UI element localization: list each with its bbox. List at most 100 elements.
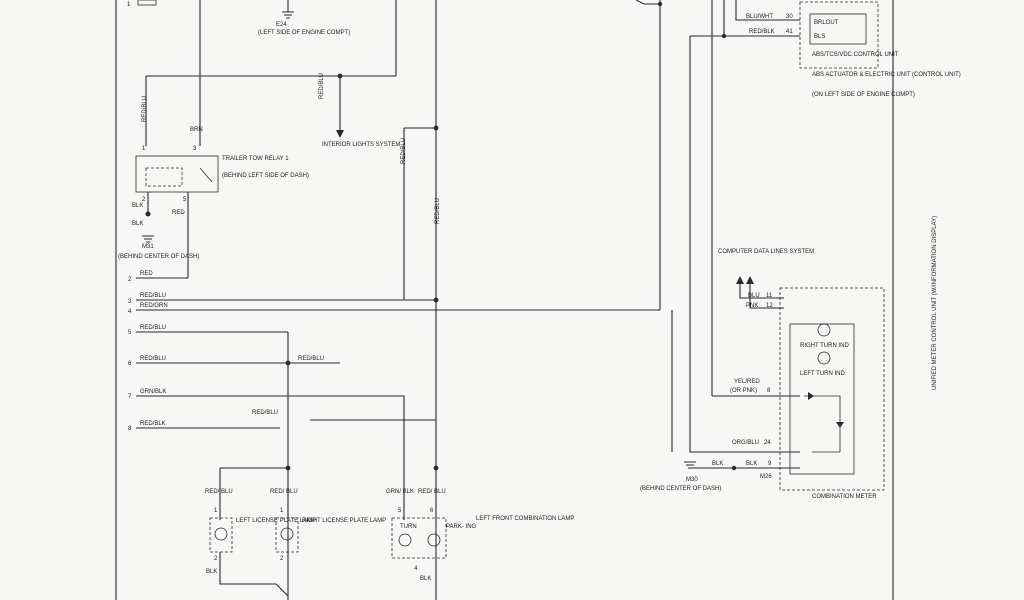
ground-m30-location: (BEHIND CENTER OF DASH) bbox=[640, 486, 721, 492]
row-number: 8 bbox=[128, 426, 132, 432]
pin-label: 2 bbox=[214, 556, 218, 562]
splice-point bbox=[433, 465, 439, 471]
abs-pin-brlout: BRLOUT bbox=[814, 20, 839, 26]
meter-internal-wiring bbox=[804, 395, 841, 453]
wire-row-8 bbox=[136, 419, 436, 429]
wire-label: GRN/ BLK bbox=[386, 489, 414, 495]
wire-label: BLK bbox=[132, 221, 143, 227]
wire-top-right bbox=[635, 0, 660, 5]
wire-red-blu-branch bbox=[403, 127, 436, 300]
wire-label: YEL/RED bbox=[734, 379, 760, 385]
left-license-lamp-box bbox=[209, 517, 233, 553]
left-turn-ind-icon bbox=[817, 351, 831, 365]
wire-label: BLU/WHT bbox=[746, 14, 773, 20]
row-number: 2 bbox=[128, 277, 132, 283]
abs-unit-title: ABS/TCS/VDC CONTROL UNIT bbox=[812, 52, 899, 58]
relay-title: TRAILER TOW RELAY 1 bbox=[222, 156, 289, 162]
wire-blk-ground bbox=[219, 552, 289, 597]
relay-switch-icon bbox=[199, 167, 213, 183]
pin-label: 24 bbox=[764, 440, 771, 446]
ground-e24-location: (LEFT SIDE OF ENGINE COMPT) bbox=[258, 30, 350, 36]
wire-label: RED/BLU bbox=[435, 198, 441, 224]
front-combination-lamp-box bbox=[391, 517, 447, 559]
abs-control-unit-box bbox=[799, 1, 879, 69]
wire-label: BLK bbox=[132, 203, 143, 209]
wire-label: RED bbox=[140, 271, 153, 277]
wire-label: BLK bbox=[746, 461, 757, 467]
wire-label: BLK bbox=[206, 569, 217, 575]
pin-label: 1 bbox=[280, 508, 284, 514]
wire-label: RED/BLK bbox=[140, 421, 166, 427]
wire-label: RED/ BLU bbox=[270, 489, 298, 495]
pin-label: 11 bbox=[766, 293, 773, 299]
wire-label: BLK bbox=[712, 461, 723, 467]
arrow-down-icon bbox=[336, 130, 344, 138]
pin-label: 9 bbox=[768, 461, 772, 467]
pin-label: 41 bbox=[786, 29, 793, 35]
wire-label: RED/BLU bbox=[140, 356, 166, 362]
ground-m31-location: (BEHIND CENTER OF DASH) bbox=[118, 254, 199, 260]
ground-symbol-icon bbox=[282, 11, 294, 19]
pin-label: 2 bbox=[142, 197, 146, 203]
combination-meter-box bbox=[779, 287, 885, 491]
row-number: 6 bbox=[128, 361, 132, 367]
right-license-lamp-box bbox=[275, 517, 299, 553]
wire-label: PNK bbox=[746, 303, 758, 309]
pin-label: 2 bbox=[280, 556, 284, 562]
interior-lights-label: INTERIOR LIGHTS SYSTEM bbox=[322, 142, 400, 148]
wire-label: RED/BLU bbox=[298, 356, 324, 362]
parking-bulb-icon bbox=[427, 533, 441, 547]
pin-label: 3 bbox=[193, 146, 197, 152]
wire-label: BLU bbox=[748, 293, 760, 299]
wire-row-7 bbox=[136, 395, 405, 520]
top-connector-box bbox=[137, 0, 157, 6]
ground-m31-id: M31 bbox=[142, 244, 154, 250]
wire-label: RED/GRN bbox=[140, 303, 168, 309]
wire-brlout bbox=[735, 0, 800, 21]
wire-label: RED bbox=[172, 210, 185, 216]
wire-label: RED/BLK bbox=[749, 29, 775, 35]
diode-icon bbox=[808, 392, 814, 400]
pin-label: 6 bbox=[430, 508, 434, 514]
splice-point bbox=[657, 1, 663, 7]
right-turn-ind-icon bbox=[817, 323, 831, 337]
wire-label: RED/BLU bbox=[140, 293, 166, 299]
pin-label: 5 bbox=[183, 197, 187, 203]
pin-label: 1 bbox=[214, 508, 218, 514]
wire-pnk bbox=[749, 284, 784, 309]
abs-pin-bls: BLS bbox=[814, 34, 825, 40]
ground-symbol-icon bbox=[142, 235, 154, 243]
relay-coil-icon bbox=[145, 167, 183, 187]
row-number: 3 bbox=[128, 299, 132, 305]
wire-label: GRN/BLK bbox=[140, 389, 166, 395]
pin-label: 8 bbox=[767, 388, 771, 394]
wire-label: ORG/BLU bbox=[732, 440, 759, 446]
data-lines-label: COMPUTER DATA LINES SYSTEM bbox=[718, 249, 814, 255]
arrow-up-icon bbox=[746, 276, 754, 284]
trailer-tow-relay-box bbox=[135, 155, 219, 193]
right-turn-ind-label: RIGHT TURN IND bbox=[800, 343, 849, 349]
ground-m30-id: M30 bbox=[686, 477, 698, 483]
row-number: 4 bbox=[128, 309, 132, 315]
arrow-up-icon bbox=[736, 276, 744, 284]
abs-pin-block bbox=[809, 13, 867, 45]
pin-label: 4 bbox=[414, 566, 418, 572]
wire-label: RED/BLU bbox=[252, 410, 278, 416]
ground-e24-id: E24 bbox=[276, 22, 287, 28]
meter-connector-label: M26 bbox=[760, 474, 772, 480]
wire-label: RED/BLU bbox=[140, 325, 166, 331]
splice-point bbox=[433, 297, 439, 303]
wire-org-blu bbox=[689, 36, 800, 453]
wire-blu bbox=[739, 284, 784, 299]
wire-label: RED/BLU bbox=[319, 73, 325, 99]
row-number: 1 bbox=[127, 2, 131, 8]
wire-label: RED/ BLU bbox=[205, 489, 233, 495]
left-turn-ind-label: LEFT TURN IND bbox=[800, 371, 845, 377]
right-license-lamp-label: RIGHT LICENSE PLATE LAMP bbox=[302, 518, 386, 524]
meter-unit-label: UNIFIED METER CONTROL UNIT (W/INFORMATIO… bbox=[932, 216, 938, 390]
wire-label: BRN bbox=[190, 127, 203, 133]
abs-unit-location: (ON LEFT SIDE OF ENGINE COMPT) bbox=[812, 92, 915, 98]
wire-label: (OR PNK) bbox=[730, 388, 757, 394]
